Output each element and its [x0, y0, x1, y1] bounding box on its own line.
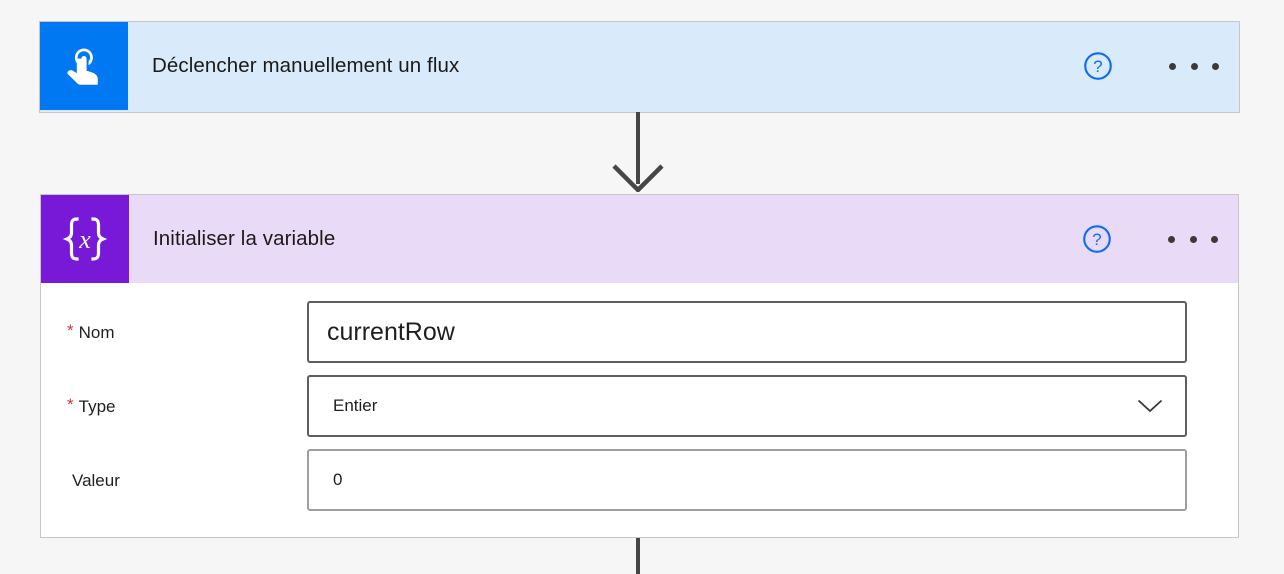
- more-options-icon[interactable]: [1163, 62, 1225, 70]
- field-label-text: Nom: [78, 323, 115, 342]
- connector-line: [636, 538, 640, 574]
- help-icon[interactable]: ?: [1083, 51, 1113, 81]
- type-dropdown[interactable]: Entier: [307, 375, 1187, 437]
- name-input-value: currentRow: [327, 317, 455, 346]
- form-row-name: *Nom currentRow: [41, 301, 1238, 363]
- action-header-actions: ?: [1082, 195, 1238, 283]
- svg-text:?: ?: [1093, 57, 1102, 76]
- value-input-value: 0: [333, 470, 343, 489]
- ellipsis-dot: [1212, 62, 1219, 70]
- value-input[interactable]: 0: [307, 449, 1187, 511]
- form-row-type: *Type Entier: [41, 375, 1238, 437]
- field-label-value: Valeur: [41, 469, 307, 491]
- form-row-value: Valeur 0: [41, 449, 1238, 511]
- action-card-header[interactable]: x Initialiser la variable ?: [41, 195, 1238, 283]
- help-icon[interactable]: ?: [1082, 224, 1112, 254]
- type-dropdown-value: Entier: [333, 396, 378, 415]
- field-label-name: *Nom: [41, 321, 307, 343]
- connector-arrow-icon: [612, 164, 664, 192]
- chevron-down-icon[interactable]: [1137, 399, 1163, 413]
- action-form: *Nom currentRow *Type Entier Valeur: [41, 301, 1238, 511]
- ellipsis-dot: [1168, 235, 1175, 243]
- ellipsis-dot: [1189, 235, 1197, 243]
- action-card[interactable]: x Initialiser la variable ? *Nom current…: [40, 194, 1239, 538]
- action-title: Initialiser la variable: [153, 226, 336, 250]
- name-input[interactable]: currentRow: [307, 301, 1187, 363]
- required-asterisk: *: [67, 395, 74, 414]
- trigger-title: Déclencher manuellement un flux: [152, 53, 460, 77]
- ellipsis-dot: [1190, 62, 1198, 70]
- trigger-card-header[interactable]: Déclencher manuellement un flux ?: [40, 22, 1239, 110]
- ellipsis-dot: [1169, 62, 1176, 70]
- required-asterisk: *: [67, 321, 74, 340]
- trigger-header-actions: ?: [1083, 22, 1239, 110]
- connector-line: [636, 112, 640, 184]
- field-label-text: Valeur: [72, 471, 120, 490]
- field-label-text: Type: [78, 397, 116, 416]
- ellipsis-dot: [1211, 235, 1218, 243]
- variable-braces-x-icon: x: [41, 195, 129, 283]
- field-label-type: *Type: [41, 395, 307, 417]
- svg-text:?: ?: [1092, 230, 1101, 249]
- touch-tap-icon: [40, 22, 128, 110]
- more-options-icon[interactable]: [1162, 235, 1224, 243]
- svg-text:x: x: [78, 225, 91, 254]
- trigger-card[interactable]: Déclencher manuellement un flux ?: [40, 22, 1239, 112]
